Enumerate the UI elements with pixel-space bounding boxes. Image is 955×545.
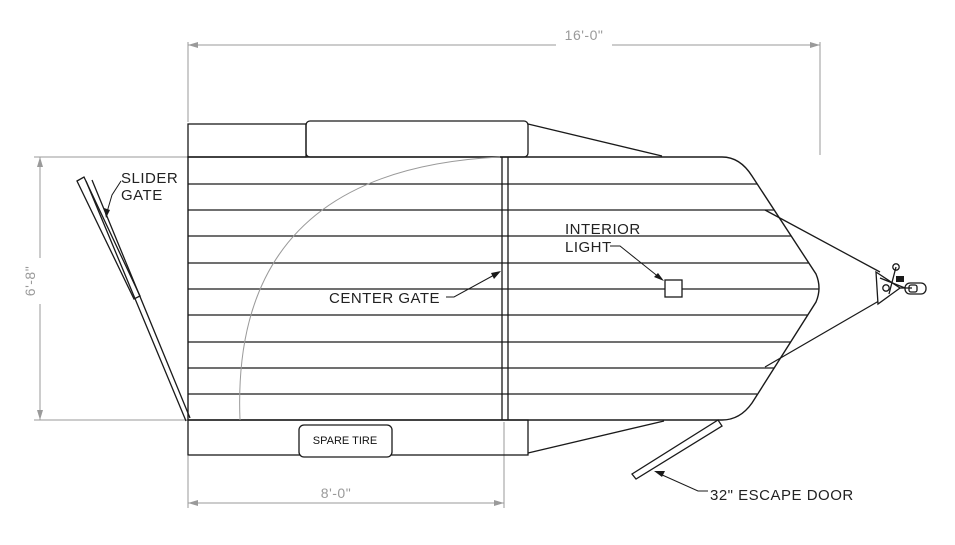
escape-door-label: 32" ESCAPE DOOR bbox=[710, 487, 854, 504]
hitch-coupler-latch bbox=[896, 276, 904, 282]
interior-light-label-line1: INTERIOR bbox=[565, 221, 641, 238]
slider-gate-label-line2: GATE bbox=[121, 187, 163, 204]
floor-slats bbox=[188, 183, 819, 395]
dimension-overall-length bbox=[187, 42, 821, 155]
nose-edges bbox=[527, 123, 665, 454]
callout-leaders bbox=[104, 180, 708, 492]
interior-light-label-line2: LIGHT bbox=[565, 239, 612, 256]
front-section-length-label: 8'-0" bbox=[321, 485, 351, 501]
slider-gate-label-line1: SLIDER bbox=[121, 170, 178, 187]
center-gate bbox=[501, 157, 509, 420]
top-fender bbox=[187, 120, 529, 158]
escape-door bbox=[631, 419, 723, 480]
dimension-width bbox=[34, 156, 188, 421]
interior-light bbox=[664, 279, 683, 298]
spare-tire-box bbox=[298, 424, 393, 458]
width-label: 6'-8" bbox=[22, 266, 38, 296]
center-gate-swing-arc bbox=[239, 156, 501, 421]
trailer-floor-outline bbox=[187, 156, 820, 421]
tongue-and-hitch bbox=[764, 209, 927, 368]
spare-tire-label: SPARE TIRE bbox=[313, 435, 377, 447]
slider-gate bbox=[76, 176, 191, 422]
dimension-front-section bbox=[187, 422, 505, 508]
center-gate-label: CENTER GATE bbox=[329, 290, 440, 307]
overall-length-label: 16'-0" bbox=[565, 27, 604, 43]
